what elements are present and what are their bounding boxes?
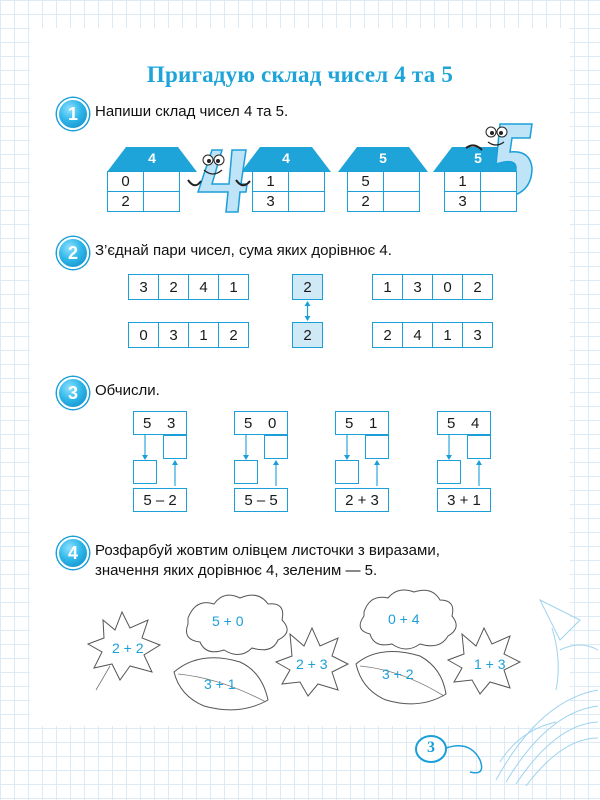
- task-number-badge-3: 3: [57, 377, 89, 409]
- leaf-expression[interactable]: 3 + 2: [382, 666, 414, 682]
- answer-box[interactable]: [437, 460, 461, 484]
- pair-number: 5: [244, 414, 253, 432]
- house-roof-1: [107, 147, 197, 172]
- house-3-roof-number: 5: [379, 150, 387, 166]
- pair-number: 5: [447, 414, 456, 432]
- pair-number: 0: [268, 414, 277, 432]
- pair-number: 5: [143, 414, 152, 432]
- number-cell[interactable]: 4: [188, 274, 219, 300]
- expression-box: 5 – 2: [133, 488, 187, 512]
- leaf-expression[interactable]: 2 + 2: [112, 640, 144, 656]
- number-cell[interactable]: 0: [432, 274, 463, 300]
- house-2-answer-cell[interactable]: [288, 191, 325, 212]
- maple-leaf-icon: [86, 610, 162, 681]
- answer-box[interactable]: [365, 435, 389, 459]
- answer-box[interactable]: [467, 435, 491, 459]
- number-cell[interactable]: 1: [188, 322, 219, 348]
- task-4-instruction-line-1: Розфарбуй жовтим олівцем листочки з вира…: [95, 542, 440, 559]
- oak-leaf-icon: [359, 589, 457, 650]
- pair-number: 5: [345, 414, 354, 432]
- house-roof-3: [338, 147, 428, 172]
- answer-box[interactable]: [234, 460, 258, 484]
- page-sheet: [30, 28, 570, 726]
- answer-box[interactable]: [133, 460, 157, 484]
- pair-number: 1: [369, 414, 378, 432]
- pair-number: 3: [167, 414, 176, 432]
- expression-box: 5 – 5: [234, 488, 288, 512]
- task-number-badge-2: 2: [57, 237, 89, 269]
- leaf-expression[interactable]: 0 + 4: [388, 611, 420, 627]
- ribbed-leaf-icon: [355, 651, 447, 705]
- page-title: Пригадую склад чисел 4 та 5: [146, 62, 454, 87]
- answer-box[interactable]: [335, 460, 359, 484]
- number-cell[interactable]: 3: [402, 274, 433, 300]
- house-1-cell: 2: [107, 191, 144, 212]
- expression-box: 2 + 3: [335, 488, 389, 512]
- number-pair-box: 5 4: [437, 411, 491, 435]
- page-number: 3: [427, 739, 435, 756]
- leaf-expression[interactable]: 3 + 1: [204, 676, 236, 692]
- house-1-answer-cell[interactable]: [143, 191, 180, 212]
- number-cell[interactable]: 3: [128, 274, 159, 300]
- task-3-instruction: Обчисли.: [95, 382, 160, 399]
- number-pair-box: 5 0: [234, 411, 288, 435]
- leaf-expression[interactable]: 5 + 0: [212, 613, 244, 629]
- maple-leaf-icon: [446, 626, 522, 695]
- number-cell[interactable]: 3: [462, 322, 493, 348]
- house-3-answer-cell[interactable]: [383, 191, 420, 212]
- house-1-roof-number: 4: [148, 150, 156, 166]
- number-cell[interactable]: 4: [402, 322, 433, 348]
- number-cell[interactable]: 1: [218, 274, 249, 300]
- house-2-roof-number: 4: [282, 150, 290, 166]
- expression-box: 3 + 1: [437, 488, 491, 512]
- number-pair-box: 5 1: [335, 411, 389, 435]
- task-number-badge-4: 4: [57, 537, 89, 569]
- leaf-expression[interactable]: 2 + 3: [296, 656, 328, 672]
- answer-box[interactable]: [264, 435, 288, 459]
- house-4-roof-number: 5: [474, 150, 482, 166]
- maple-leaf-icon: [274, 626, 350, 697]
- house-roof-2: [241, 147, 331, 172]
- number-cell[interactable]: 2: [372, 322, 403, 348]
- oak-leaf-icon: [186, 594, 288, 655]
- house-4-answer-cell[interactable]: [480, 191, 517, 212]
- number-cell[interactable]: 0: [128, 322, 159, 348]
- task-number-badge-1: 1: [57, 98, 89, 130]
- task-2-instruction: З’єднай пари чисел, сума яких дорівнює 4…: [95, 242, 392, 259]
- number-pair-box: 5 3: [133, 411, 187, 435]
- leaf-expression[interactable]: 1 + 3: [474, 656, 506, 672]
- example-number-cell: 2: [292, 322, 323, 348]
- number-cell[interactable]: 2: [218, 322, 249, 348]
- mascot-four-icon: [187, 149, 251, 213]
- answer-box[interactable]: [163, 435, 187, 459]
- task-4-instruction-line-2: значення яких дорівнює 4, зеленим — 5.: [95, 562, 378, 579]
- number-cell[interactable]: 2: [462, 274, 493, 300]
- ribbed-leaf-icon: [173, 657, 269, 711]
- number-cell[interactable]: 2: [158, 274, 189, 300]
- example-number-cell: 2: [292, 274, 323, 300]
- pair-number: 4: [471, 414, 480, 432]
- task-1-instruction: Напиши склад чисел 4 та 5.: [95, 103, 289, 120]
